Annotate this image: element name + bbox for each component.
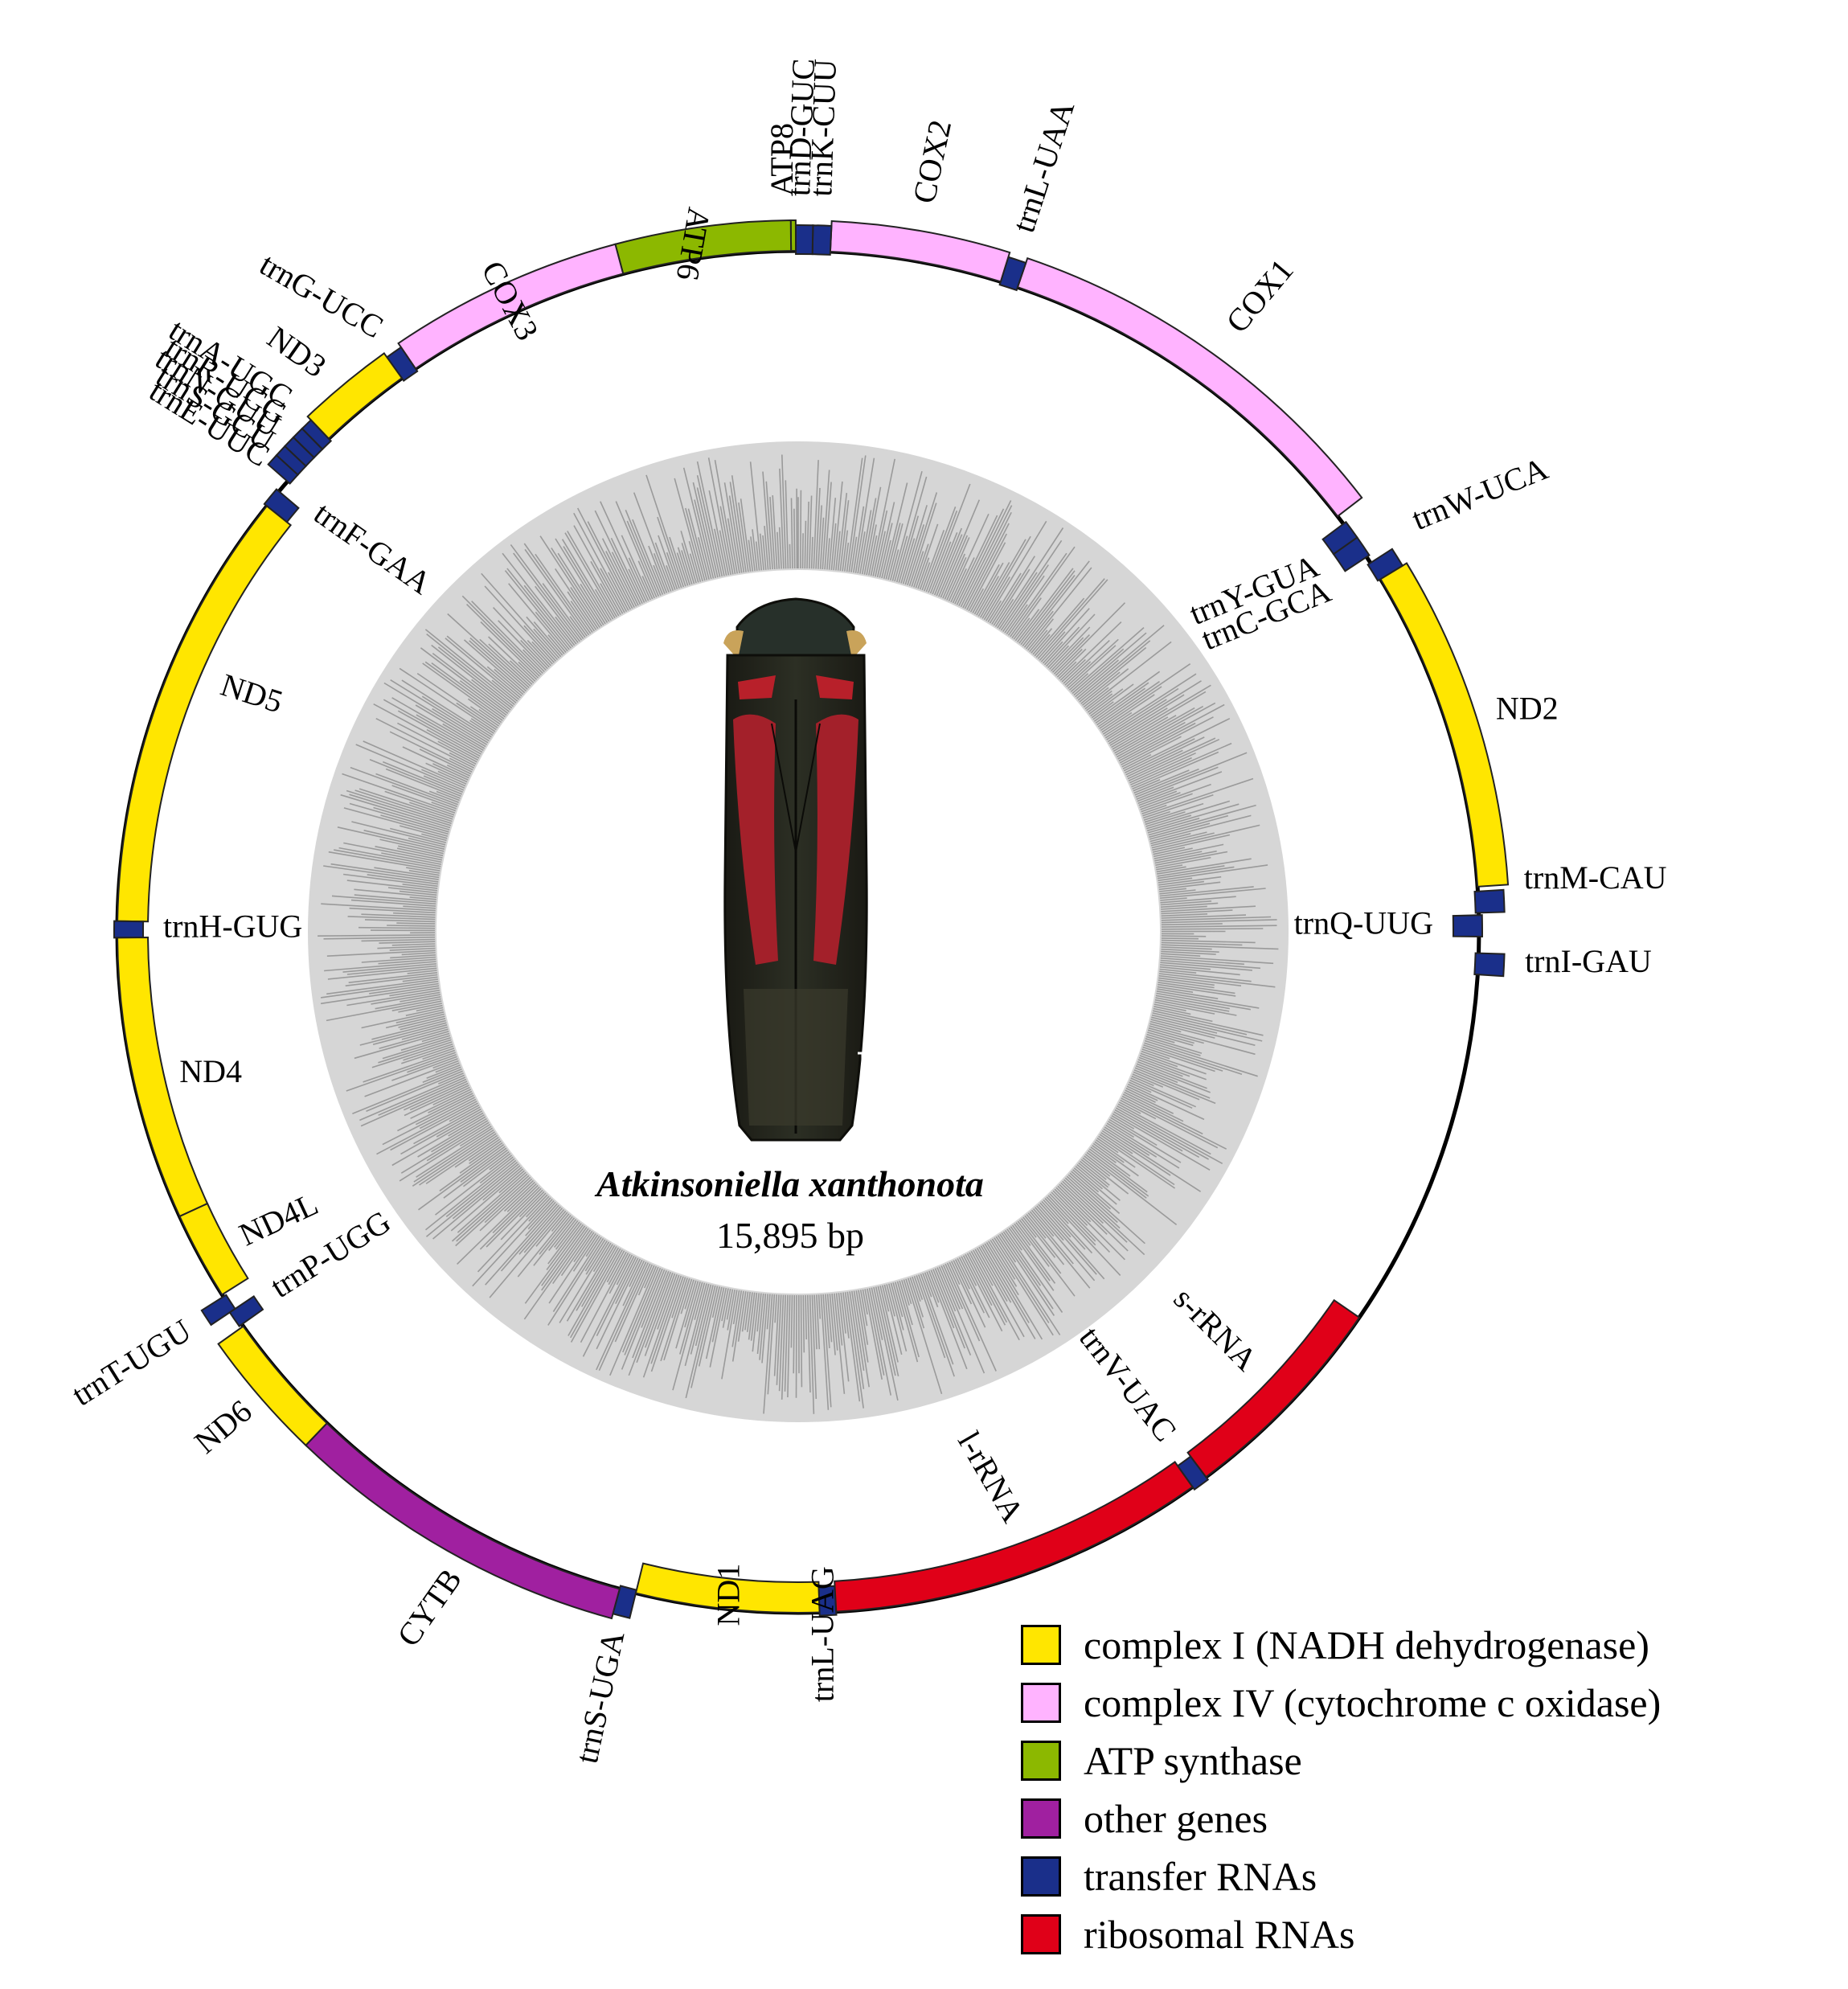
gene-label-trnw-uca: trnW-UCA [1407,450,1553,537]
gene-block-trnf-gaa [263,488,300,523]
legend-swatch-complex_IV [1021,1683,1061,1723]
gene-label-l-rrna: l-rRNA [951,1425,1031,1528]
gene-label-trnf-gaa: trnF-GAA [308,494,438,601]
gene-label-trnv-uac: trnV-UAC [1072,1320,1184,1449]
legend-swatch-rrna [1021,1914,1061,1954]
gene-label-cox1: COX1 [1219,252,1301,339]
gene-block-trnk-cuu [811,224,833,256]
gene-label-s-rrna: s-rRNA [1167,1280,1264,1377]
gene-label-atp6: ATP6 [670,205,718,284]
gene-block-trna-ugc [301,419,333,451]
gene-labels: trnI-GAUtrnQ-UUGtrnM-CAUND2trnW-UCAtrnC-… [65,58,1666,1766]
gene-label-nd4l: ND4L [234,1185,324,1253]
gene-label-trns-uga: trnS-UGA [568,1628,632,1766]
gene-block-nd4 [117,937,209,1218]
legend-label-other: other genes [1084,1796,1268,1841]
gene-label-trnh-gug: trnH-GUG [163,908,302,944]
gene-block-trnc-gca [1332,536,1371,572]
gene-block-trne-uuc [267,453,299,485]
legend: complex I (NADH dehydrogenase) complex IV… [1021,1616,1661,1963]
legend-item-other: other genes [1021,1790,1661,1848]
gene-block-cox1 [1016,256,1363,518]
gene-block-nd5 [117,505,293,923]
specimen-photo: 1000μm [723,597,879,1142]
gene-block-nd6 [217,1325,329,1447]
gene-label-trni-gau: trnI-GAU [1525,943,1652,979]
gene-label-trnt-ugu: trnT-UGU [65,1312,197,1413]
genome-length: 15,895 bp [716,1215,864,1256]
gene-block-trnw-uca [1367,547,1404,582]
gene-block-trng-ucc [385,346,419,382]
gene-block-nd4l [178,1202,249,1296]
legend-label-trna: transfer RNAs [1084,1854,1317,1899]
gene-block-l-rrna [834,1461,1194,1613]
gene-block-s-rrna [1186,1298,1361,1478]
legend-swatch-complex_I [1021,1625,1061,1665]
gene-label-trnk-cuu: trnK-CUU [802,59,843,198]
gene-label-nd6: ND6 [187,1392,259,1460]
gene-block-trns-gcu [275,445,307,476]
gene-label-cox2: COX2 [906,117,959,207]
gene-label-trnm-cau: trnM-CAU [1524,859,1667,896]
gene-block-nd2 [1379,562,1510,888]
gene-label-nd2: ND2 [1496,691,1559,727]
gene-block-trnl-uag [817,1585,838,1617]
gene-label-trnd-guc: trnD-GUC [781,58,822,197]
gene-block-nd3 [306,352,404,441]
gene-block-cox3 [397,243,625,370]
gene-label-nd1: ND1 [711,1564,747,1626]
gene-block-trnr-ucg [292,427,324,459]
legend-label-atp: ATP synthase [1084,1738,1302,1783]
legend-item-complex_IV: complex IV (cytochrome c oxidase) [1021,1674,1661,1732]
gene-blocks [113,219,1510,1620]
gene-block-nd1 [634,1562,821,1614]
gene-block-trnn-guu [283,436,316,468]
gene-label-nd4: ND4 [179,1053,242,1089]
legend-item-complex_I: complex I (NADH dehydrogenase) [1021,1616,1661,1674]
gene-label-nd5: ND5 [216,666,287,720]
gc-ring-ticks [318,454,1279,1414]
gene-block-atp6 [614,219,793,275]
gene-label-trnl-uaa: trnL-UAA [1005,96,1081,237]
gene-block-trnh-gug [113,920,145,939]
gc-content-ring [308,441,1289,1422]
scale-bar-label: 1000μm [867,1064,879,1097]
gene-block-trnm-cau [1473,888,1506,914]
legend-swatch-trna [1021,1856,1061,1897]
gene-block-trni-gau [1473,952,1506,978]
legend-item-rrna: ribosomal RNAs [1021,1905,1661,1963]
gene-label-cytb: CYTB [390,1562,469,1653]
legend-label-complex_I: complex I (NADH dehydrogenase) [1084,1622,1649,1667]
gene-block-trnd-guc [794,224,814,256]
gene-label-trnl-uag: trnL-UAG [805,1566,841,1702]
legend-swatch-other [1021,1798,1061,1839]
species-name: Atkinsoniella xanthonota [594,1163,984,1204]
gene-label-trnq-uug: trnQ-UUG [1294,904,1433,941]
gene-block-trnq-uug [1452,914,1484,937]
legend-label-rrna: ribosomal RNAs [1084,1912,1355,1957]
gene-block-trny-gua [1321,520,1358,556]
legend-item-trna: transfer RNAs [1021,1848,1661,1905]
gene-block-trnt-ugu [200,1294,236,1327]
gene-label-atp8: ATP8 [764,123,800,196]
gene-block-trns-uga [612,1585,638,1619]
gene-block-trnv-uac [1176,1455,1210,1491]
legend-label-complex_IV: complex IV (cytochrome c oxidase) [1084,1680,1662,1725]
gene-block-cox2 [829,219,1011,283]
gene-block-trnp-ugg [228,1294,264,1327]
legend-swatch-atp [1021,1741,1061,1781]
gene-block-cytb [305,1421,621,1620]
legend-item-atp: ATP synthase [1021,1732,1661,1790]
